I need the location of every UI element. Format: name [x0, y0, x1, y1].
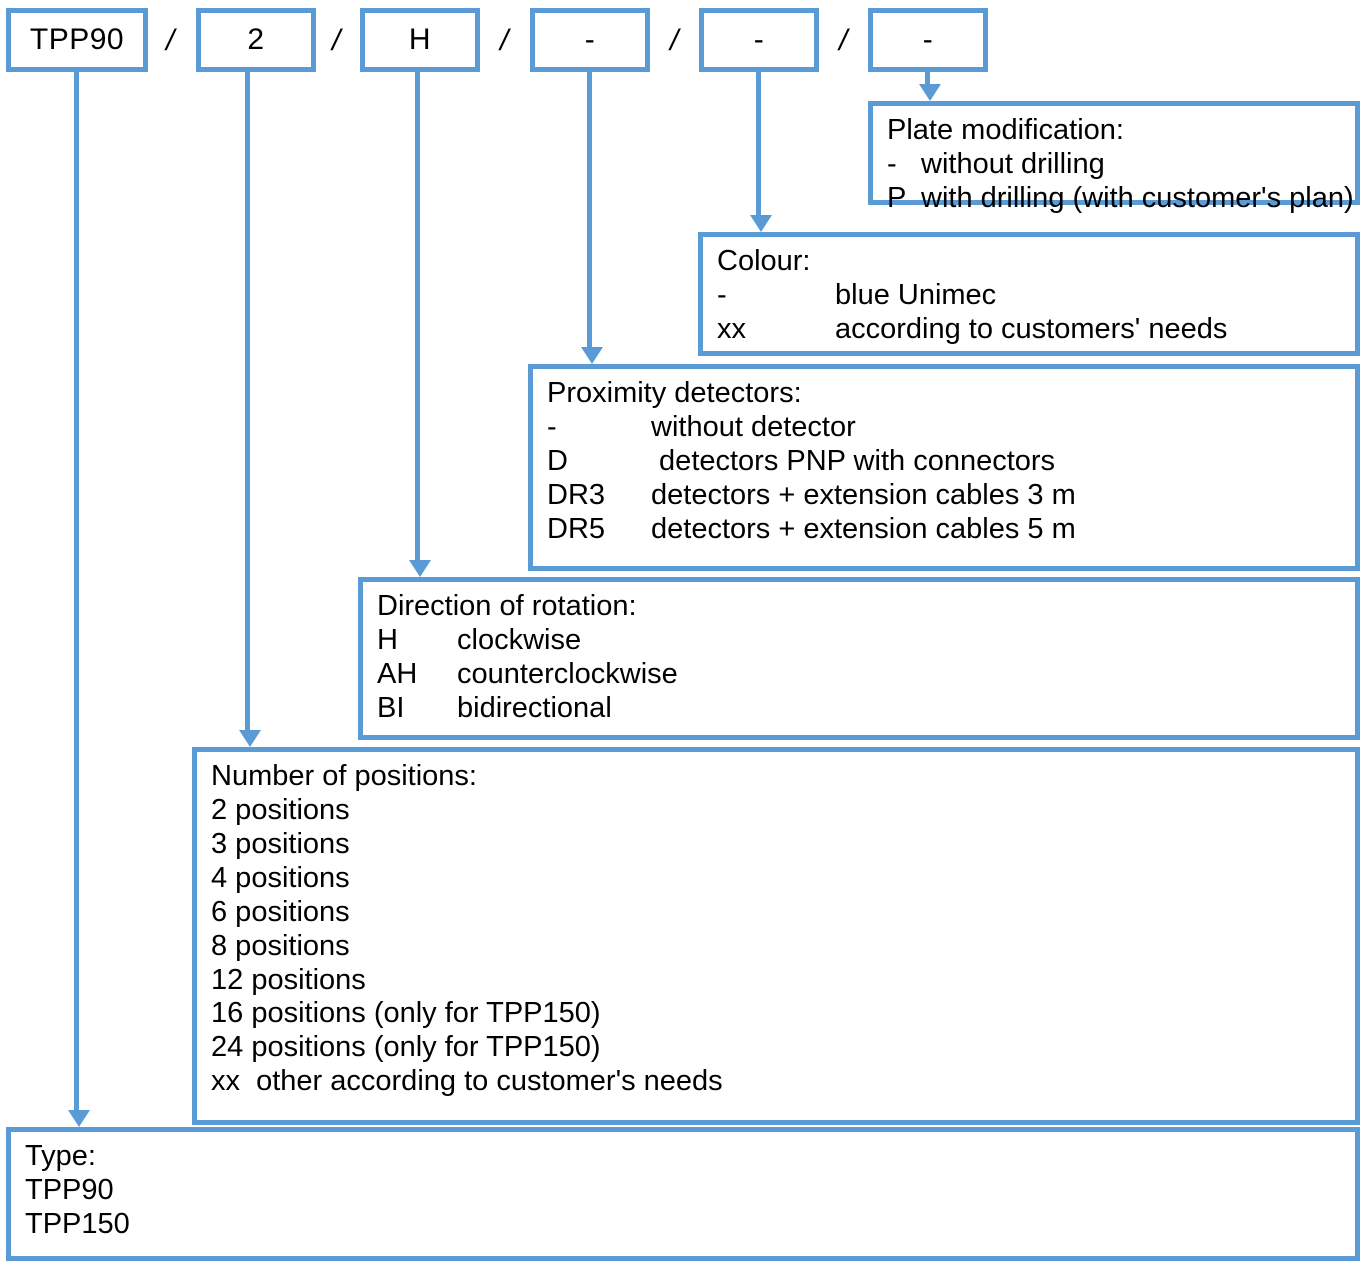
panel-number-of-positions-option: 3 positions — [211, 828, 1355, 862]
code-box-colour[interactable]: - — [699, 8, 819, 72]
panel-colour-title: Colour: — [717, 245, 811, 277]
panel-colour: Colour: - blue Unimec xx according to cu… — [698, 232, 1360, 356]
option-text: bidirectional — [457, 691, 612, 724]
option-text: with drilling (with customer's plan) — [921, 181, 1354, 214]
connector-arrow-plate — [919, 84, 941, 101]
option-text: detectors PNP with connectors — [651, 444, 1056, 477]
option-code: AH — [377, 657, 418, 690]
option-text: 3 positions — [211, 827, 350, 860]
option-text: TPP150 — [25, 1207, 130, 1240]
option-code: xx — [717, 312, 746, 345]
connector-line-plate — [925, 72, 930, 86]
connector-line-positions — [245, 72, 250, 732]
panel-number-of-positions-option: 6 positions — [211, 896, 1355, 930]
code-box-type-value: TPP90 — [29, 23, 125, 56]
connector-line-type — [74, 72, 79, 1112]
code-separator-4: / — [670, 24, 679, 57]
option-code: H — [377, 623, 398, 656]
code-box-type[interactable]: TPP90 — [6, 8, 148, 72]
panel-plate-modification-option: - without drilling — [887, 148, 1355, 182]
option-code: D — [547, 444, 568, 477]
panel-proximity-detectors-option: DR3 detectors + extension cables 3 m — [547, 479, 1355, 513]
code-separator-3: / — [500, 24, 509, 57]
panel-direction-of-rotation-option: AH counterclockwise — [377, 658, 1355, 692]
connector-line-colour — [756, 72, 761, 217]
panel-proximity-detectors-option: DR5 detectors + extension cables 5 m — [547, 513, 1355, 547]
code-box-plate[interactable]: - — [868, 8, 988, 72]
connector-arrow-detectors — [581, 347, 603, 364]
connector-arrow-positions — [239, 730, 261, 747]
option-text: 24 positions (only for TPP150) — [211, 1031, 601, 1064]
option-code: BI — [377, 691, 405, 724]
panel-proximity-detectors-option: D detectors PNP with connectors — [547, 445, 1355, 479]
panel-type-option: TPP90 — [25, 1174, 1355, 1208]
panel-plate-modification-title: Plate modification: — [887, 114, 1124, 146]
code-separator-2: / — [332, 24, 341, 57]
option-text: 16 positions (only for TPP150) — [211, 997, 601, 1030]
option-code: - — [717, 278, 727, 311]
option-text: according to customers' needs — [835, 312, 1228, 345]
panel-plate-modification: Plate modification: - without drilling P… — [868, 101, 1360, 214]
panel-colour-option: - blue Unimec — [717, 279, 1355, 313]
panel-type-title: Type: — [25, 1140, 96, 1172]
connector-line-rotation — [415, 72, 420, 562]
connector-line-detectors — [587, 72, 592, 349]
code-box-colour-value: - — [753, 23, 765, 56]
option-code: - — [887, 147, 897, 180]
panel-number-of-positions-option: 4 positions — [211, 862, 1355, 896]
option-code: - — [547, 410, 557, 443]
option-text: 12 positions — [211, 963, 366, 996]
panel-direction-of-rotation-title: Direction of rotation: — [377, 590, 637, 622]
connector-arrow-type — [68, 1110, 90, 1127]
code-box-plate-value: - — [922, 23, 934, 56]
option-text: 6 positions — [211, 895, 350, 928]
panel-direction-of-rotation-option: BI bidirectional — [377, 692, 1355, 726]
option-text: 4 positions — [211, 861, 350, 894]
panel-direction-of-rotation-option: H clockwise — [377, 624, 1355, 658]
panel-number-of-positions-option: 2 positions — [211, 794, 1355, 828]
panel-plate-modification-option: P with drilling (with customer's plan) — [887, 182, 1355, 216]
code-separator-5: / — [839, 24, 848, 57]
panel-number-of-positions-option: 8 positions — [211, 930, 1355, 964]
option-text: TPP90 — [25, 1173, 114, 1206]
option-text: clockwise — [457, 623, 582, 656]
panel-proximity-detectors-option: - without detector — [547, 411, 1355, 445]
panel-number-of-positions: Number of positions: 2 positions 3 posit… — [192, 747, 1360, 1125]
connector-arrow-rotation — [409, 560, 431, 577]
panel-number-of-positions-option: xx other according to customer's needs — [211, 1065, 1355, 1099]
panel-type: Type: TPP90 TPP150 — [6, 1127, 1360, 1261]
panel-direction-of-rotation: Direction of rotation: H clockwise AH co… — [358, 577, 1360, 740]
option-text: counterclockwise — [457, 657, 678, 690]
option-text: 8 positions — [211, 929, 350, 962]
panel-colour-option: xx according to customers' needs — [717, 313, 1355, 347]
code-box-detectors[interactable]: - — [530, 8, 650, 72]
panel-number-of-positions-option: 24 positions (only for TPP150) — [211, 1031, 1355, 1065]
option-text: without drilling — [921, 147, 1105, 180]
panel-proximity-detectors-title: Proximity detectors: — [547, 377, 802, 409]
option-text: 2 positions — [211, 793, 350, 826]
option-text: blue Unimec — [835, 278, 997, 311]
option-text: detectors + extension cables 5 m — [651, 512, 1076, 545]
code-box-positions-value: 2 — [247, 23, 265, 56]
option-code: DR3 — [547, 478, 606, 511]
connector-arrow-colour — [750, 215, 772, 232]
panel-number-of-positions-title: Number of positions: — [211, 760, 477, 792]
panel-number-of-positions-option: 12 positions — [211, 964, 1355, 998]
panel-type-option: TPP150 — [25, 1208, 1355, 1242]
code-box-positions[interactable]: 2 — [196, 8, 316, 72]
panel-number-of-positions-option: 16 positions (only for TPP150) — [211, 997, 1355, 1031]
option-text: xx other according to customer's needs — [211, 1065, 723, 1098]
option-code: DR5 — [547, 512, 606, 545]
code-box-rotation[interactable]: H — [360, 8, 480, 72]
panel-proximity-detectors: Proximity detectors: - without detector … — [528, 364, 1360, 571]
option-text: without detector — [651, 410, 856, 443]
code-box-detectors-value: - — [584, 23, 596, 56]
option-text: detectors + extension cables 3 m — [651, 478, 1076, 511]
option-code: P — [887, 181, 907, 214]
code-box-rotation-value: H — [408, 23, 432, 56]
code-separator-1: / — [166, 24, 175, 57]
